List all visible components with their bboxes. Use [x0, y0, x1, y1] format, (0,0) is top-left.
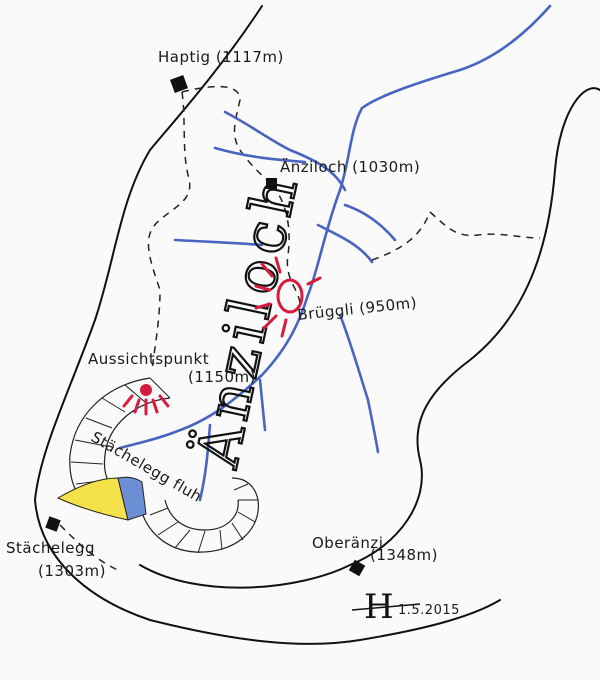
hut-icon: [45, 516, 61, 532]
signature-date: 1.5.2015: [398, 603, 460, 618]
signature: H 1.5.2015: [351, 587, 460, 627]
colored-field: [56, 476, 147, 521]
label-brueggli: Brüggli (950m): [297, 294, 418, 324]
hut-haptig: [170, 75, 188, 93]
sinkhole-icon: [254, 256, 322, 338]
hut-aenziloch: [266, 178, 277, 189]
label-staechelegg: Stächelegg: [6, 539, 95, 557]
viewpoint-sun-icon: [122, 384, 170, 416]
label-aenziloch: Änziloch (1030m): [280, 157, 420, 176]
hut-icon: [170, 75, 188, 93]
hut-oberaenzi: [348, 559, 366, 577]
label-oberaenzi-elev: (1348m): [370, 546, 438, 564]
hut-icon: [348, 559, 366, 577]
hut-staechelegg: [45, 516, 61, 532]
label-haptig: Haptig (1117m): [158, 48, 284, 66]
trails: [59, 85, 541, 571]
label-staechelegg-elev: (1303m): [38, 562, 106, 580]
hut-icon: [266, 178, 277, 189]
map-title: Änziloch: [183, 166, 312, 474]
label-aussichtspunkt: Aussichtspunkt: [88, 350, 209, 368]
ridge-lines: [33, 5, 600, 645]
rivers: [118, 4, 552, 502]
label-aussichtspunkt-elev: (1150m): [188, 368, 256, 386]
label-oberaenzi: Oberänzi: [312, 534, 383, 552]
